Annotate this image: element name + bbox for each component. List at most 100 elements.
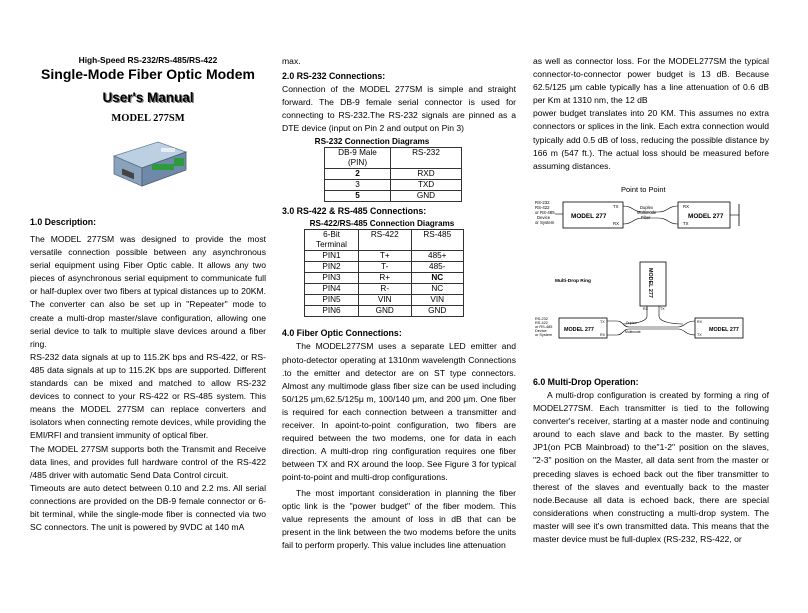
table-cell: PIN3 bbox=[304, 272, 359, 285]
tx-label: TX bbox=[697, 333, 702, 337]
model-277-label: MODEL 277 bbox=[564, 327, 594, 333]
column-3: as well as connector loss. For the MODEL… bbox=[533, 0, 769, 613]
column-1: High-Speed RS-232/RS-485/RS-422 Single-M… bbox=[30, 0, 266, 613]
svg-text:Device: Device bbox=[535, 329, 547, 333]
power-budget-paragraph-2: power budget translates into 20 KM. This… bbox=[533, 108, 769, 171]
svg-text:Device: Device bbox=[537, 215, 551, 220]
table-cell: T+ bbox=[358, 250, 412, 263]
model-277-box bbox=[694, 317, 744, 339]
svg-text:or System: or System bbox=[535, 333, 552, 337]
multi-drop-ring-title: Multi-Drop Ring bbox=[555, 278, 591, 284]
tx-label: TX bbox=[660, 307, 665, 311]
product-title: Single-Mode Fiber Optic Modem bbox=[41, 66, 255, 82]
svg-text:Duplex: Duplex bbox=[640, 205, 654, 210]
multi-drop-paragraph: A multi-drop configuration is created by… bbox=[533, 390, 769, 545]
rs232-heading: 2.0 RS-232 Connections: bbox=[282, 71, 386, 82]
tx-label: TX bbox=[683, 221, 689, 226]
table-cell: NC bbox=[410, 283, 464, 296]
point-to-point-title: Point to Point bbox=[621, 185, 667, 194]
table-header-cell: DB-9 Male (PIN) bbox=[324, 147, 391, 170]
svg-text:Multimode: Multimode bbox=[637, 210, 657, 215]
table-cell: GND bbox=[358, 305, 412, 318]
svg-text:RS-422: RS-422 bbox=[535, 205, 550, 210]
table-cell: PIN1 bbox=[304, 250, 359, 263]
rx-label: RX bbox=[613, 221, 619, 226]
model-277-label: MODEL 277 bbox=[688, 213, 724, 220]
product-line: High-Speed RS-232/RS-485/RS-422 bbox=[78, 55, 218, 65]
description-paragraph-1: The MODEL 277SM was designed to provide … bbox=[30, 234, 266, 349]
table-cell: R- bbox=[358, 283, 412, 296]
header-text: DB-9 Male (PIN) bbox=[338, 148, 377, 168]
svg-text:or System: or System bbox=[535, 220, 555, 225]
rs422-table-title: RS-422/RS-485 Connection Diagrams bbox=[309, 219, 455, 229]
table-header-cell: RS-232 bbox=[390, 147, 462, 170]
tx-label: TX bbox=[600, 320, 605, 324]
table-cell: T- bbox=[358, 261, 412, 274]
table-row: DB-9 Male (PIN) RS-232 bbox=[324, 147, 462, 170]
table-cell: 485+ bbox=[410, 250, 464, 263]
table-header-cell: RS-485 bbox=[410, 229, 464, 252]
table-cell: RXD bbox=[390, 168, 462, 181]
svg-text:or RS-485: or RS-485 bbox=[535, 210, 555, 215]
rs232-paragraph: Connection of the MODEL 277SM is simple … bbox=[282, 84, 516, 134]
svg-text:Multimode: Multimode bbox=[625, 330, 641, 334]
rx-label: RX bbox=[697, 320, 703, 324]
table-cell: 5 bbox=[324, 190, 391, 203]
table-cell: VIN bbox=[410, 294, 464, 307]
manual-title: User's Manual bbox=[102, 90, 194, 105]
svg-text:RS-232: RS-232 bbox=[535, 317, 548, 321]
svg-text:Fiber: Fiber bbox=[641, 215, 651, 220]
table-cell: VIN bbox=[358, 294, 412, 307]
table-cell: 3 bbox=[324, 179, 391, 192]
table-cell: GND bbox=[390, 190, 462, 203]
rs422-heading: 3.0 RS-422 & RS-485 Connections: bbox=[282, 206, 427, 217]
table-cell: 2 bbox=[324, 168, 391, 181]
rs232-table-title: RS-232 Connection Diagrams bbox=[314, 137, 430, 147]
svg-text:RS-422: RS-422 bbox=[535, 321, 548, 325]
multi-drop-heading: 6.0 Multi-Drop Operation: bbox=[533, 377, 639, 387]
model-277-vertical-label: MODEL 277 bbox=[647, 268, 653, 298]
rx-label: RX bbox=[643, 307, 649, 311]
header-text: 6-Bit Terminal bbox=[316, 230, 347, 250]
column-2: max. 2.0 RS-232 Connections: Connection … bbox=[282, 0, 516, 613]
model-277-box bbox=[558, 317, 608, 339]
model-277-box bbox=[562, 201, 624, 229]
table-cell: PIN2 bbox=[304, 261, 359, 274]
model-277-label: MODEL 277 bbox=[571, 213, 607, 220]
fiber-paragraph-1: The MODEL277SM uses a separate LED emitt… bbox=[282, 341, 516, 483]
table-cell: NC bbox=[410, 272, 464, 285]
description-heading: 1.0 Description: bbox=[30, 217, 96, 227]
table-cell: PIN6 bbox=[304, 305, 359, 318]
table-cell: 485- bbox=[410, 261, 464, 274]
svg-text:RS-232: RS-232 bbox=[535, 200, 550, 205]
model-277-label: MODEL 277 bbox=[709, 327, 739, 333]
table-cell: TXD bbox=[390, 179, 462, 192]
svg-text:or RS-485: or RS-485 bbox=[535, 325, 552, 329]
model-name: MODEL 277SM bbox=[111, 113, 185, 124]
tx-label: TX bbox=[613, 204, 619, 209]
description-paragraph-2: RS-232 data signals at up to 115.2K bps … bbox=[30, 351, 266, 441]
power-budget-paragraph-1: as well as connector loss. For the MODEL… bbox=[533, 56, 769, 106]
description-paragraph-4: Timeouts are auto detect between 0.10 an… bbox=[30, 482, 266, 533]
table-cell: GND bbox=[410, 305, 464, 318]
model-277-vertical-box bbox=[639, 261, 667, 307]
table-header-cell: RS-422 bbox=[358, 229, 412, 252]
device-image bbox=[112, 141, 188, 187]
table-cell: R+ bbox=[358, 272, 412, 285]
rx-label: RX bbox=[600, 333, 606, 337]
fiber-heading: 4.0 Fiber Optic Connections: bbox=[282, 328, 402, 339]
fiber-paragraph-2: The most important consideration in plan… bbox=[282, 487, 516, 550]
